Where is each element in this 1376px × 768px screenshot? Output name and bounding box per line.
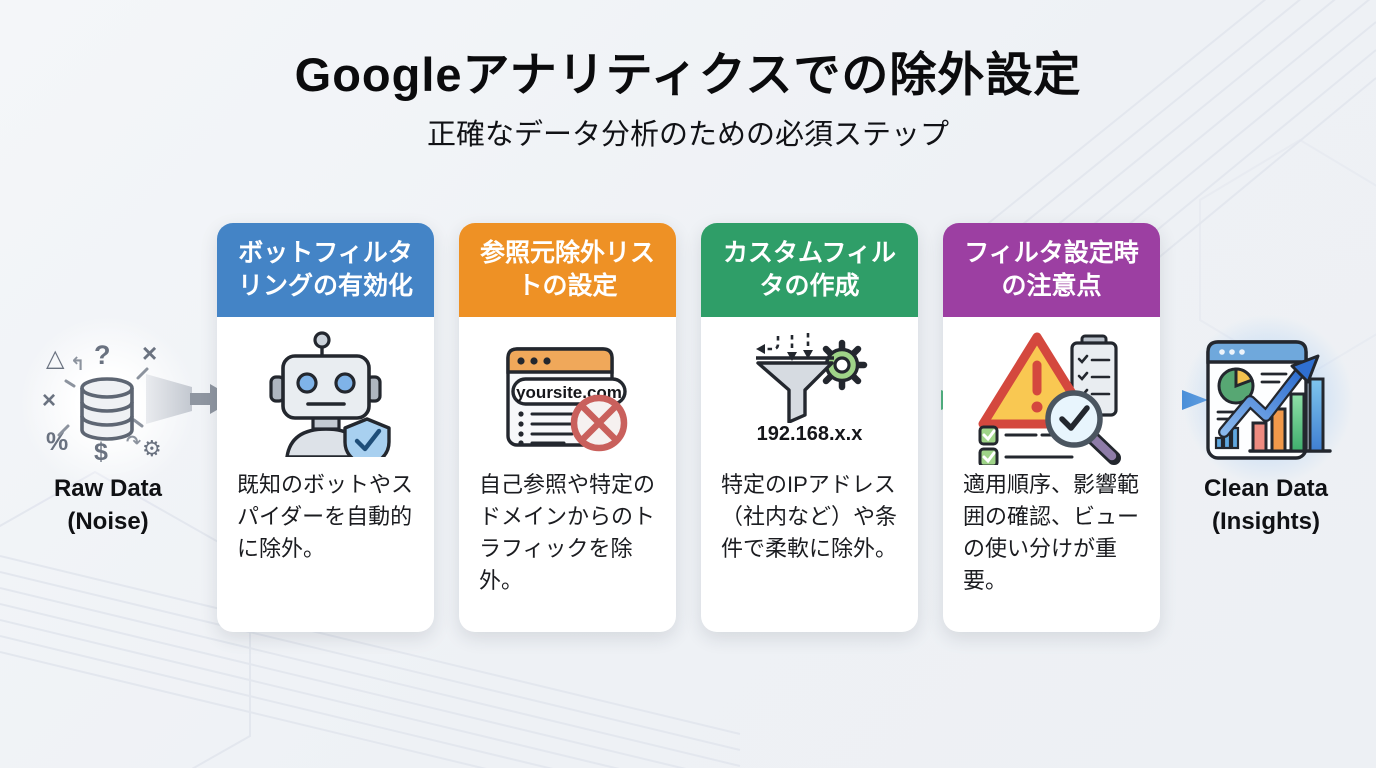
svg-text:↰: ↰ xyxy=(70,354,85,374)
svg-text:×: × xyxy=(42,387,56,414)
step2-description: 自己参照や特定のドメインからのトラフィックを除外。 xyxy=(479,472,656,593)
step2-header: 参照元除外リストの設定 xyxy=(459,223,676,317)
svg-text:$: $ xyxy=(94,438,108,466)
warning-checklist-icon xyxy=(978,332,1121,465)
funnel-gear-icon xyxy=(755,333,867,423)
svg-text:↷: ↷ xyxy=(126,432,141,452)
clean-data-label-line2: (Insights) xyxy=(1212,508,1320,535)
step4-header: フィルタ設定時の注意点 xyxy=(943,223,1160,317)
step3-icon-caption: 192.168.x.x xyxy=(756,423,863,445)
svg-text:△: △ xyxy=(46,345,65,372)
svg-text:×: × xyxy=(142,338,157,368)
page-subtitle: 正確なデータ分析のための必須ステップ xyxy=(426,119,949,151)
page-title: Googleアナリティクスでの除外設定 xyxy=(294,48,1082,101)
robot-shield-icon xyxy=(268,331,391,457)
raw-data-label-line1: Raw Data xyxy=(53,475,163,502)
step1-header: ボットフィルタリングの有効化 xyxy=(217,223,434,317)
arrow-input-to-step1 xyxy=(146,374,236,424)
raw-data-label: Raw Data (Noise) xyxy=(10,472,206,538)
step-card-3: カスタムフィルタの作成 xyxy=(701,223,918,632)
svg-text:?: ? xyxy=(94,340,111,370)
step-card-1: ボットフィルタリングの有効化 既知のボットやスパイダーを自動的に除外。 xyxy=(217,223,434,632)
step1-description: 既知のボットやスパイダーを自動的に除外。 xyxy=(237,472,414,561)
step4-description: 適用順序、影響範囲の確認、ビューの使い分けが重要。 xyxy=(963,472,1140,593)
browser-blocked-icon: yoursite.com xyxy=(505,347,627,452)
step3-description: 特定のIPアドレス（社内など）や条件で柔軟に除外。 xyxy=(721,472,898,561)
step3-header: カスタムフィルタの作成 xyxy=(701,223,918,317)
svg-text:%: % xyxy=(46,428,68,456)
svg-text:⚙: ⚙ xyxy=(142,436,162,461)
clean-data-label: Clean Data (Insights) xyxy=(1166,472,1366,538)
step-card-2: 参照元除外リストの設定 yoursite.com 自己参照や特定 xyxy=(459,223,676,632)
clean-data-label-line1: Clean Data xyxy=(1203,475,1329,502)
raw-data-label-line2: (Noise) xyxy=(67,508,149,535)
analytics-insights-icon xyxy=(1206,340,1332,460)
step-card-4: フィルタ設定時の注意点 xyxy=(943,223,1160,632)
